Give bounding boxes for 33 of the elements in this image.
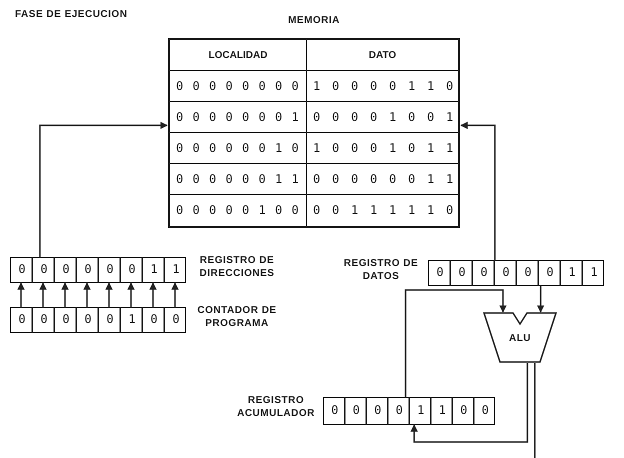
arrow xyxy=(127,282,135,307)
register-label: REGISTRO DE DATOS xyxy=(342,257,420,283)
arrow xyxy=(17,282,25,307)
register-label: CONTADOR DE PROGRAMA xyxy=(197,304,277,330)
arrow xyxy=(83,282,91,307)
table-cell: 00000000 xyxy=(170,71,307,102)
arrow xyxy=(171,282,179,307)
register-label: REGISTRO ACUMULADOR xyxy=(236,394,316,420)
table-heading: MEMORIA xyxy=(287,14,341,27)
table-cell: 10001011 xyxy=(307,133,458,164)
table-cell: 00000011 xyxy=(307,164,458,195)
table-cell: 00000100 xyxy=(170,195,307,226)
register-label: REGISTRO DE DIRECCIONES xyxy=(198,254,276,280)
arrow xyxy=(404,289,507,397)
diagram-title: FASE DE EJECUCION xyxy=(15,8,128,21)
arrow xyxy=(39,282,47,307)
table-cell: 00000010 xyxy=(170,133,307,164)
alu-label: ALU xyxy=(508,332,532,345)
arrow xyxy=(536,286,544,313)
arrow xyxy=(39,122,168,257)
arrow xyxy=(61,282,69,307)
arrow xyxy=(149,282,157,307)
table-cell: 00001001 xyxy=(307,102,458,133)
connector-line xyxy=(534,363,536,458)
table-cell: 00000001 xyxy=(170,102,307,133)
arrow xyxy=(105,282,113,307)
arrow xyxy=(460,122,496,260)
column-header: DATO xyxy=(307,40,458,71)
column-header: LOCALIDAD xyxy=(170,40,307,71)
table-cell: 00000011 xyxy=(170,164,307,195)
alu-trapezoid xyxy=(483,312,557,363)
table-cell: 10000110 xyxy=(307,71,458,102)
table-cell-text: 00111110 xyxy=(312,202,458,219)
